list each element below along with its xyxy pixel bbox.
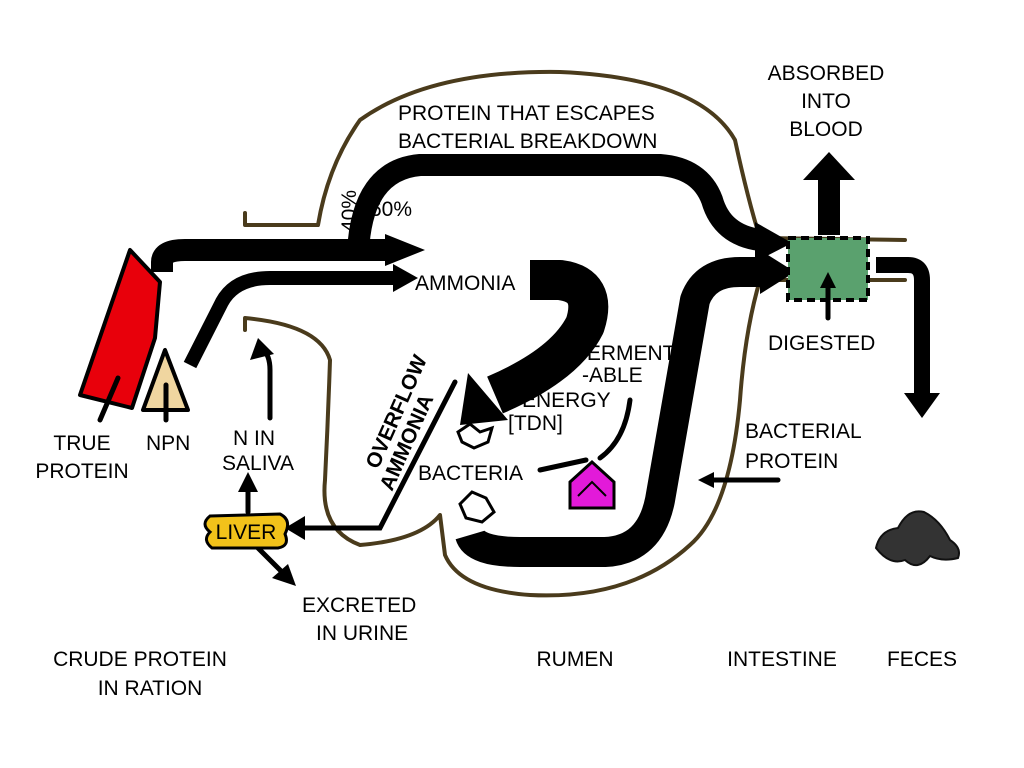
true-protein-label-line1: TRUE (53, 432, 110, 455)
bacterial-protein-pointer-arrowhead (698, 472, 714, 488)
caption-crude-protein-line1: CRUDE PROTEIN (53, 648, 227, 671)
escape-label-line2: BACTERIAL BREAKDOWN (398, 130, 657, 153)
to-feces-arrow (876, 257, 930, 395)
fermentable-energy-icon (568, 459, 616, 510)
true-protein-icon (78, 248, 162, 410)
saliva-return-line (259, 345, 273, 421)
energy-label-line2: [TDN] (508, 412, 563, 435)
bacteria-icon-bottom (458, 490, 496, 524)
overflow-ammonia-line (297, 379, 458, 531)
bacteria-icon-top (456, 422, 495, 450)
energy-label-line1: ENERGY (522, 389, 611, 412)
liver-label: LIVER (216, 521, 277, 544)
fermentable-label-line2: -ABLE (582, 364, 643, 387)
true-protein-pointer (97, 375, 121, 423)
bacterial-protein-flow-arrow (455, 257, 765, 567)
digested-label: DIGESTED (768, 332, 875, 355)
npn-label: NPN (146, 432, 190, 455)
caption-feces: FECES (887, 648, 957, 671)
ammonia-label: AMMONIA (415, 272, 515, 295)
bacteria-label: BACTERIA (418, 462, 523, 485)
saliva-return-arrowhead (250, 338, 274, 360)
excreted-label-line1: EXCRETED (302, 594, 416, 617)
fermentable-energy-inner (577, 480, 607, 497)
liver-icon (203, 512, 290, 550)
caption-rumen: RUMEN (537, 648, 614, 671)
escape-label-line1: PROTEIN THAT ESCAPES (398, 102, 655, 125)
true-protein-flow-arrowhead (385, 234, 425, 266)
excreted-label-line2: IN URINE (316, 622, 408, 645)
ammonia-to-bacteria-arrow (486, 260, 609, 414)
npn-flow-arrow (183, 271, 395, 369)
caption-crude-protein-line2: IN RATION (98, 677, 203, 700)
escape-protein-flow-arrowhead (755, 222, 792, 262)
absorbed-shaft (818, 180, 840, 235)
liver-to-urine-arrowhead (272, 564, 296, 586)
escape-protein-flow-arrow (347, 154, 762, 253)
caption-intestine: INTESTINE (727, 648, 837, 671)
liver-to-urine-line (255, 545, 285, 575)
absorbed-arrowhead (803, 152, 855, 180)
fermentable-label-line1: FERMENT (574, 342, 676, 365)
digested-pointer-arrowhead (820, 272, 836, 288)
n-in-saliva-label-line2: SALIVA (222, 452, 294, 475)
ammonia-to-bacteria-arrowhead (460, 373, 508, 425)
absorbed-label-line1: ABSORBED (768, 62, 885, 85)
liver-to-saliva-arrowhead (238, 472, 258, 492)
energy-pointer-line (597, 397, 633, 461)
overflow-to-liver-arrowhead (285, 516, 305, 540)
true-protein-flow-arrow (151, 239, 390, 273)
n-in-saliva-label-line1: N IN (233, 427, 275, 450)
energy-to-bacteria-line (537, 457, 589, 473)
absorbed-label-line3: BLOOD (789, 118, 863, 141)
true-protein-label-line2: PROTEIN (35, 460, 128, 483)
bacterial-protein-label-line1: BACTERIAL (745, 420, 862, 443)
percent-40-label: 40% (338, 190, 361, 232)
absorbed-label-line2: INTO (801, 90, 851, 113)
npn-flow-arrowhead (393, 264, 418, 292)
to-feces-arrowhead (904, 393, 940, 418)
bacterial-protein-label-line2: PROTEIN (745, 450, 838, 473)
percent-60-label: 60% (370, 198, 412, 221)
digestive-tract-outline (243, 69, 907, 598)
bacterial-protein-flow-arrowhead (760, 250, 795, 294)
feces-icon (874, 510, 960, 567)
